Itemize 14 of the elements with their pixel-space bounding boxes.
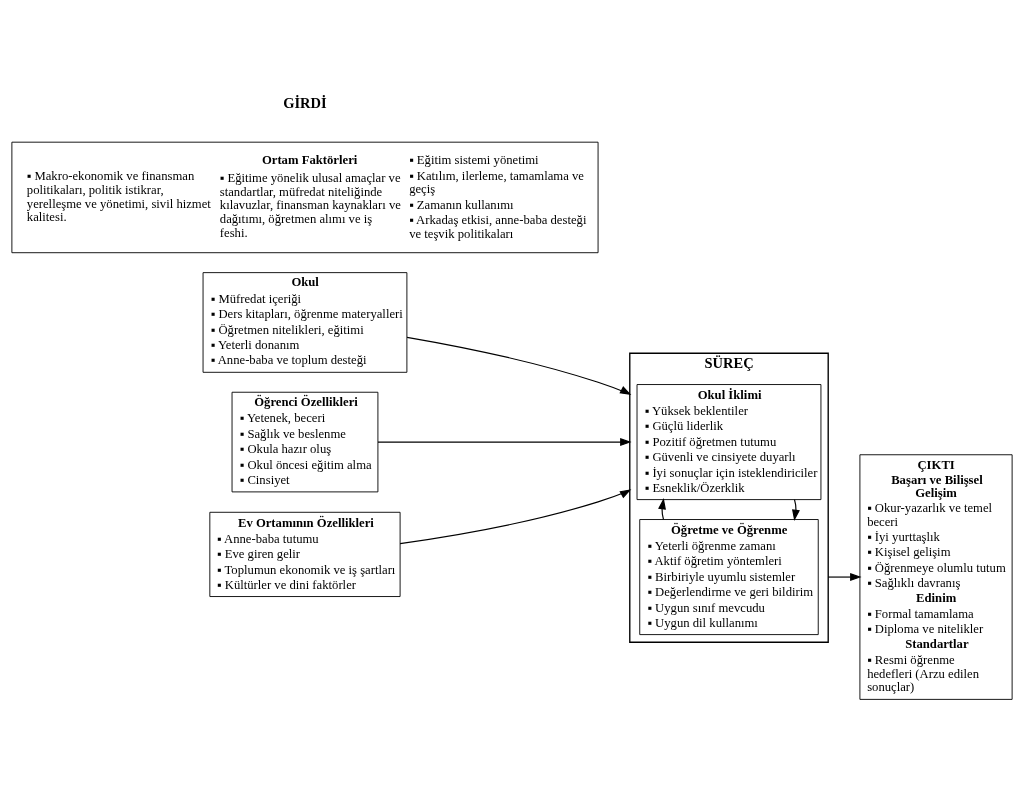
node-box: Okul ▪ Müfredat içeriği ▪ Ders kitapları, öğrenme materyalleri ▪ Öğretmen nitelikleri, eğitimi ▪ Yeterli donanım ▪ Anne-baba ve toplum desteği: [202, 272, 408, 373]
arrow: [658, 497, 666, 520]
node-box: Ev Ortamının Özellikleri ▪ Anne-baba tutumu ▪ Eve giren gelir ▪ Toplumun ekonomik ve iş şartları ▪ Kültürler ve dini faktörler: [209, 511, 401, 597]
node-box: ÇIKTI Başarı ve Bilişsel Gelişim ▪ Okur-yazarlık ve temel beceri ▪ İyi yurttaşlık ▪ Kişisel gelişim ▪ Öğrenmeye olumlu tutum ▪ Sağlıklı davranış Edinim ▪ Formal tamamlama ▪ Diploma ve nitelikler Standartlar ▪ Resmi öğrenme hedefleri (Arzu edilen sonuçlar): [859, 454, 1013, 700]
arrow: [792, 499, 800, 522]
arrow: [399, 489, 632, 545]
node-box: Öğrenci Özellikleri ▪ Yetenek, beceri ▪ Sağlık ve beslenme ▪ Okula hazır oluş ▪ Okul öncesi eğitim alma ▪ Cinsiyet: [231, 391, 379, 493]
arrow: [827, 573, 862, 582]
arrow: [377, 438, 632, 447]
label: GİRDİ: [283, 95, 327, 112]
node-box: ▪ Makro-ekonomik ve finansman politikaları, politik istikrar, yerelleşme ve yönetimi, sivil hizmet kalitesi. Ortam Faktörleri ▪ Eğitime yönelik ulusal amaçlar ve standartlar, müfredat niteliğinde kılavuzlar, finansman kaynakları ve dağıtımı, öğretmen alımı ve iş feshi. ▪ Eğitim sistemi yönetimi ▪ Katılım, ilerleme, tamamlama ve geçiş ▪ Zamanın kullanımı ▪ Arkadaş etkisi, anne-baba desteği ve teşvik politikaları: [11, 141, 599, 254]
node-box: Okul İklimi ▪ Yüksek beklentiler ▪ Güçlü liderlik ▪ Pozitif öğretmen tutumu ▪ Güvenli ve cinsiyete duyarlı ▪ İyi sonuçlar için isteklendiriciler ▪ Esneklik/Özerklik: [636, 384, 822, 501]
node-box: Öğretme ve Öğrenme ▪ Yeterli öğrenme zamanı ▪ Aktif öğretim yöntemleri ▪ Birbiriyle uyumlu sistemler ▪ Değerlendirme ve geri bildirim ▪ Uygun sınıf mevcudu ▪ Uygun dil kullanımı: [639, 519, 819, 636]
arrow: [406, 336, 632, 396]
